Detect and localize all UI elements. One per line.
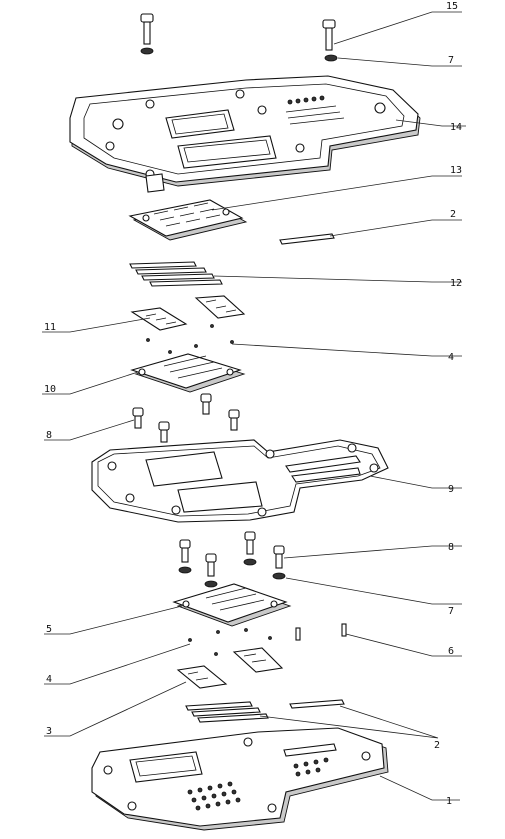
callout-1: 1 [379, 775, 460, 807]
svg-text:4: 4 [448, 352, 454, 363]
pins-4-lower [188, 628, 272, 656]
svg-text:13: 13 [450, 165, 462, 176]
svg-text:14: 14 [450, 122, 462, 133]
svg-text:9: 9 [448, 484, 454, 495]
svg-text:2: 2 [434, 740, 440, 751]
reeds-2-lower [185, 699, 345, 723]
retainer-11 [130, 295, 246, 354]
svg-text:12: 12 [450, 278, 462, 289]
svg-text:15: 15 [446, 1, 458, 12]
svg-text:1: 1 [446, 796, 452, 807]
svg-text:11: 11 [44, 322, 56, 333]
svg-text:6: 6 [448, 646, 454, 657]
svg-text:8: 8 [448, 542, 454, 553]
base-plate-1 [91, 727, 389, 831]
svg-text:3: 3 [46, 726, 52, 737]
bolts-8-top [132, 393, 240, 443]
valve-plate-13 [128, 199, 248, 241]
bolt-15-right [322, 19, 338, 62]
valve-plate-5 [172, 583, 292, 627]
callout-2-lower: 2 [259, 705, 440, 751]
callout-11: 11 [42, 317, 151, 333]
retainer-3 [176, 647, 284, 689]
callout-14: 14 [395, 119, 466, 133]
gasket-9 [91, 439, 389, 523]
callout-3: 3 [44, 681, 187, 737]
dowels-6 [295, 623, 347, 641]
callout-7-lower: 7 [285, 577, 462, 617]
callout-6: 6 [345, 633, 462, 657]
callout-10: 10 [42, 371, 139, 395]
callout-13: 13 [211, 165, 462, 211]
plate-14 [69, 75, 421, 193]
svg-text:7: 7 [448, 606, 454, 617]
svg-text:4: 4 [46, 674, 52, 685]
callout-4-lower: 4 [44, 643, 191, 685]
bolts-8-lower [178, 531, 286, 588]
callout-7-top: 7 [337, 55, 462, 67]
valve-seat-10 [130, 353, 246, 393]
svg-text:2: 2 [450, 209, 456, 220]
svg-text:8: 8 [46, 430, 52, 441]
bolt-15-left [140, 13, 154, 55]
reed-valves-12 [129, 261, 223, 287]
callout-9: 9 [369, 475, 462, 495]
svg-text:5: 5 [46, 624, 52, 635]
hole-pattern [187, 757, 329, 811]
callout-5: 5 [44, 605, 183, 635]
callout-12: 12 [213, 275, 462, 289]
svg-text:7: 7 [448, 55, 454, 66]
callout-15: 15 [333, 1, 462, 45]
strip-2-top [279, 233, 335, 245]
callout-4-top: 4 [231, 343, 462, 363]
callout-2-top: 2 [329, 209, 462, 237]
callout-8-lower: 8 [283, 542, 462, 559]
callout-8-top: 8 [44, 419, 135, 441]
svg-text:10: 10 [44, 384, 56, 395]
